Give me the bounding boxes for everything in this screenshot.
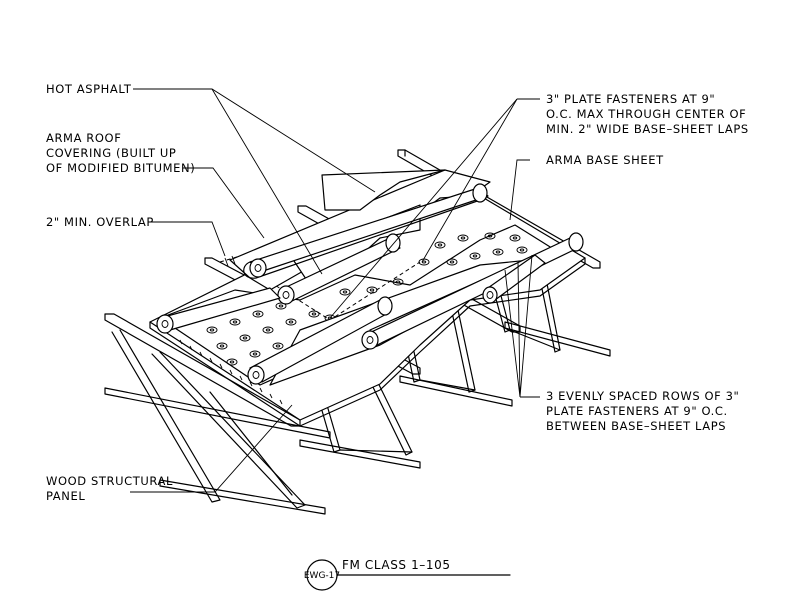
- label-plate-fasteners-1: 3" PLATE FASTENERS AT 9": [546, 92, 715, 106]
- label-arma-roof-2: COVERING (BUILT UP: [46, 146, 176, 160]
- label-wood-panel-1: WOOD STRUCTURAL: [46, 474, 173, 488]
- detail-tag: EWG-17: [304, 571, 340, 581]
- roll-4: [247, 296, 393, 385]
- label-overlap: 2" MIN. OVERLAP: [46, 215, 154, 229]
- roll-2: [277, 233, 401, 305]
- roll-3: [156, 287, 281, 334]
- detail-title: FM CLASS 1–105: [342, 558, 451, 572]
- title-block: EWG-17 FM CLASS 1–105: [304, 558, 511, 591]
- leader-lines: [130, 88, 540, 493]
- label-arma-base-sheet: ARMA BASE SHEET: [546, 153, 664, 167]
- label-hot-asphalt: HOT ASPHALT: [46, 82, 132, 96]
- label-arma-roof-3: OF MODIFIED BITUMEN): [46, 161, 195, 175]
- label-plate-fasteners-3: MIN. 2" WIDE BASE–SHEET LAPS: [546, 122, 749, 136]
- annotation-labels: HOT ASPHALT ARMA ROOF COVERING (BUILT UP…: [46, 82, 749, 503]
- label-rows-1: 3 EVENLY SPACED ROWS OF 3": [546, 389, 739, 403]
- label-arma-roof-1: ARMA ROOF: [46, 131, 121, 145]
- label-rows-3: BETWEEN BASE–SHEET LAPS: [546, 419, 726, 433]
- label-rows-2: PLATE FASTENERS AT 9" O.C.: [546, 404, 728, 418]
- overlap-dimension: [219, 255, 241, 267]
- roll-1: [243, 183, 489, 279]
- label-plate-fasteners-2: O.C. MAX THROUGH CENTER OF: [546, 107, 746, 121]
- label-wood-panel-2: PANEL: [46, 489, 85, 503]
